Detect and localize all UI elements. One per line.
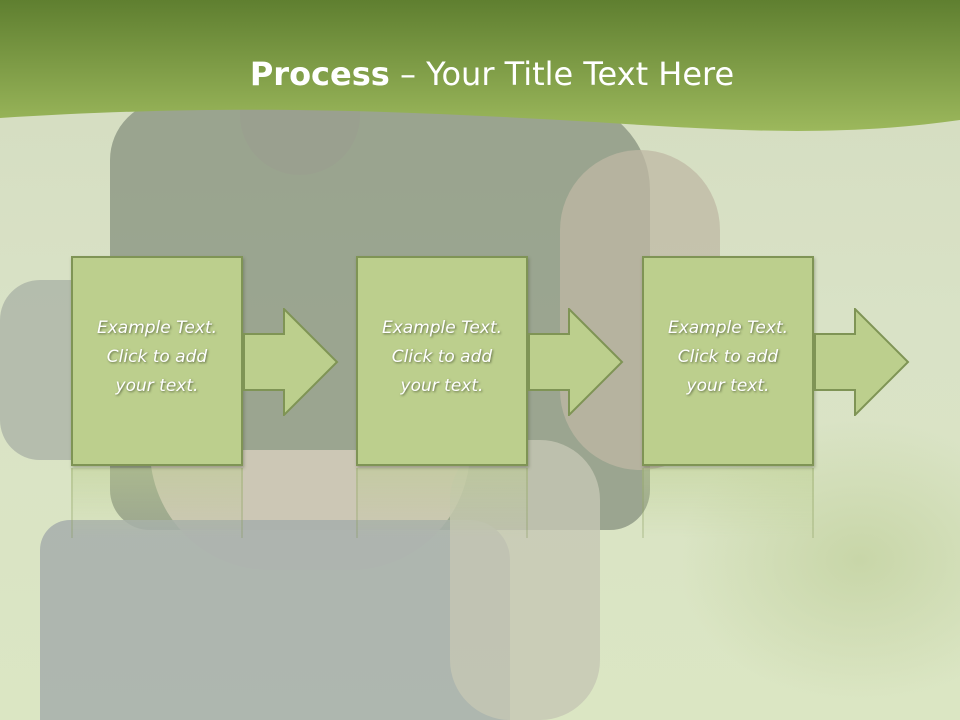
background-child bbox=[450, 440, 600, 720]
step-line: Example Text. bbox=[381, 318, 503, 338]
process-arrow-1 bbox=[243, 308, 339, 416]
title-rest: – Your Title Text Here bbox=[389, 55, 735, 93]
process-step-3[interactable]: Example Text. Click to add your text. bbox=[642, 256, 814, 466]
step-line: your text. bbox=[686, 376, 770, 396]
step-reflection bbox=[642, 468, 814, 538]
process-step-1[interactable]: Example Text. Click to add your text. bbox=[71, 256, 243, 466]
background-jeans bbox=[40, 520, 510, 720]
title-header-band: Process – Your Title Text Here bbox=[0, 0, 960, 140]
slide-title[interactable]: Process – Your Title Text Here bbox=[0, 52, 960, 96]
process-arrow-2 bbox=[528, 308, 624, 416]
title-bold-word: Process bbox=[249, 55, 390, 93]
step-text: Example Text. Click to add your text. bbox=[73, 314, 241, 401]
step-line: Click to add bbox=[391, 347, 493, 367]
step-line: Click to add bbox=[677, 347, 779, 367]
step-line: your text. bbox=[115, 376, 199, 396]
step-text: Example Text. Click to add your text. bbox=[358, 314, 526, 401]
step-reflection bbox=[356, 468, 528, 538]
step-line: your text. bbox=[400, 376, 484, 396]
step-reflection bbox=[71, 468, 243, 538]
step-line: Click to add bbox=[106, 347, 208, 367]
header-wave-shape bbox=[0, 0, 960, 131]
step-text: Example Text. Click to add your text. bbox=[644, 314, 812, 401]
step-line: Example Text. bbox=[96, 318, 218, 338]
process-step-2[interactable]: Example Text. Click to add your text. bbox=[356, 256, 528, 466]
process-arrow-3 bbox=[814, 308, 910, 416]
step-line: Example Text. bbox=[667, 318, 789, 338]
